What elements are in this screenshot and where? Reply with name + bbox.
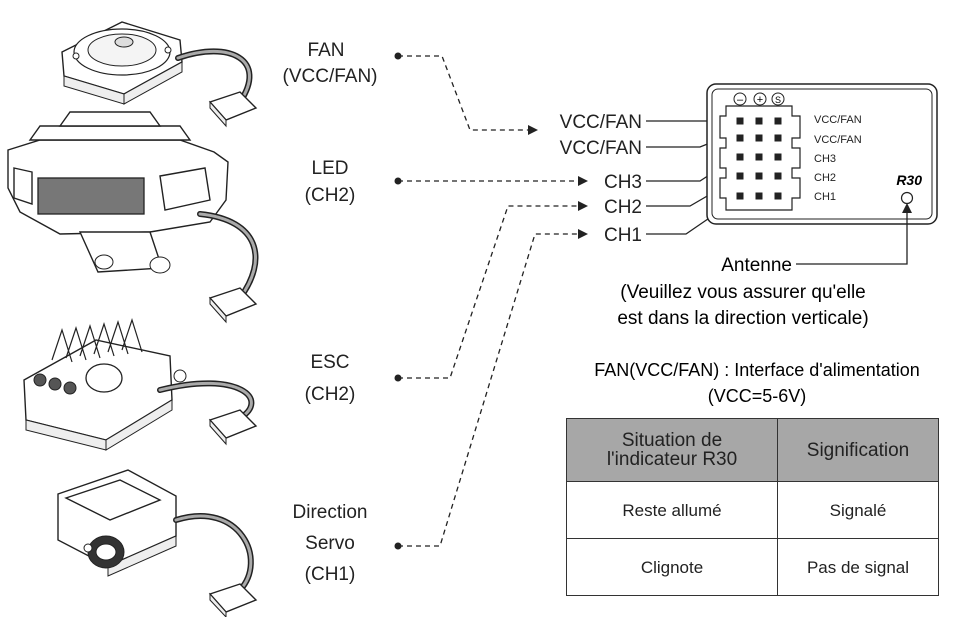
receiver-pin xyxy=(756,193,763,200)
table-row: Clignote Pas de signal xyxy=(567,539,939,596)
header-meaning: Signification xyxy=(778,419,939,482)
antenna-note-line2: est dans la direction verticale) xyxy=(617,308,868,329)
servo-label-line2: Servo xyxy=(305,533,355,554)
led-label-line2: (CH2) xyxy=(305,185,356,206)
header-indicator-state: Situation de l'indicateur R30 xyxy=(567,419,778,482)
fan-label-line2: (VCC/FAN) xyxy=(283,66,378,87)
esc-arrow-icon xyxy=(578,201,588,211)
antenna-note-line1: (Veuillez vous assurer qu'elle xyxy=(620,282,865,303)
state-cell: Reste allumé xyxy=(567,482,778,539)
port-label-ch3: CH3 xyxy=(604,172,642,193)
indicator-table-header-row: Situation de l'indicateur R30 Significat… xyxy=(567,419,939,482)
indicator-table: Situation de l'indicateur R30 Significat… xyxy=(566,418,939,596)
state-cell: Clignote xyxy=(567,539,778,596)
port-label-ch1: CH1 xyxy=(604,225,642,246)
led-bumper-illustration xyxy=(8,112,256,322)
led-label-line1: LED xyxy=(312,158,349,179)
receiver-r30: – + S VCC/FAN VCC/FAN CH3 CH2 CH1 R30 xyxy=(707,84,937,224)
fan-arrow-icon xyxy=(528,125,538,135)
header-indicator-state-line1: Situation de xyxy=(622,430,722,451)
fan-label-line1: FAN xyxy=(308,40,345,61)
header-indicator-state-line2: l'indicateur R30 xyxy=(607,449,737,470)
servo-arrow-icon xyxy=(578,229,588,239)
receiver-pin xyxy=(775,154,782,161)
receiver-pin xyxy=(756,135,763,142)
receiver-pin xyxy=(737,118,744,125)
esc-label-line1: ESC xyxy=(310,352,349,373)
receiver-pin xyxy=(775,173,782,180)
side-label-vccfan-2: VCC/FAN xyxy=(814,134,862,146)
meaning-cell: Pas de signal xyxy=(778,539,939,596)
receiver-pin xyxy=(756,154,763,161)
port-label-vccfan-2: VCC/FAN xyxy=(560,138,642,159)
power-note-line1: FAN(VCC/FAN) : Interface d'alimentation xyxy=(594,360,920,380)
side-label-vccfan-1: VCC/FAN xyxy=(814,114,862,126)
signal-symbol-label: S xyxy=(775,95,781,105)
receiver-pin xyxy=(737,173,744,180)
receiver-model-label: R30 xyxy=(896,172,922,188)
positive-symbol-label: + xyxy=(757,94,763,106)
antenna-label: Antenne xyxy=(721,255,792,276)
receiver-pin xyxy=(737,154,744,161)
receiver-pin xyxy=(737,193,744,200)
side-label-ch2: CH2 xyxy=(814,172,836,184)
esc-illustration xyxy=(24,320,256,450)
receiver-pin xyxy=(756,118,763,125)
servo-connection-line xyxy=(398,234,578,546)
fan-connection-line xyxy=(398,56,528,130)
receiver-pin xyxy=(737,135,744,142)
fan-illustration xyxy=(62,22,256,126)
receiver-pin xyxy=(756,173,763,180)
port-label-ch2: CH2 xyxy=(604,197,642,218)
servo-label-line1: Direction xyxy=(293,502,368,523)
receiver-pin xyxy=(775,118,782,125)
meaning-cell: Signalé xyxy=(778,482,939,539)
negative-symbol-label: – xyxy=(737,94,744,106)
servo-illustration xyxy=(58,470,256,617)
esc-connection-line xyxy=(398,206,578,378)
esc-label-line2: (CH2) xyxy=(305,384,356,405)
table-row: Reste allumé Signalé xyxy=(567,482,939,539)
led-arrow-icon xyxy=(578,176,588,186)
indicator-led-icon xyxy=(902,193,913,204)
power-note-line2: (VCC=5-6V) xyxy=(708,386,807,406)
receiver-pin xyxy=(775,135,782,142)
port-label-vccfan-1: VCC/FAN xyxy=(560,112,642,133)
servo-label-line3: (CH1) xyxy=(305,564,356,585)
side-label-ch1: CH1 xyxy=(814,191,836,203)
receiver-pin xyxy=(775,193,782,200)
side-label-ch3: CH3 xyxy=(814,153,836,165)
